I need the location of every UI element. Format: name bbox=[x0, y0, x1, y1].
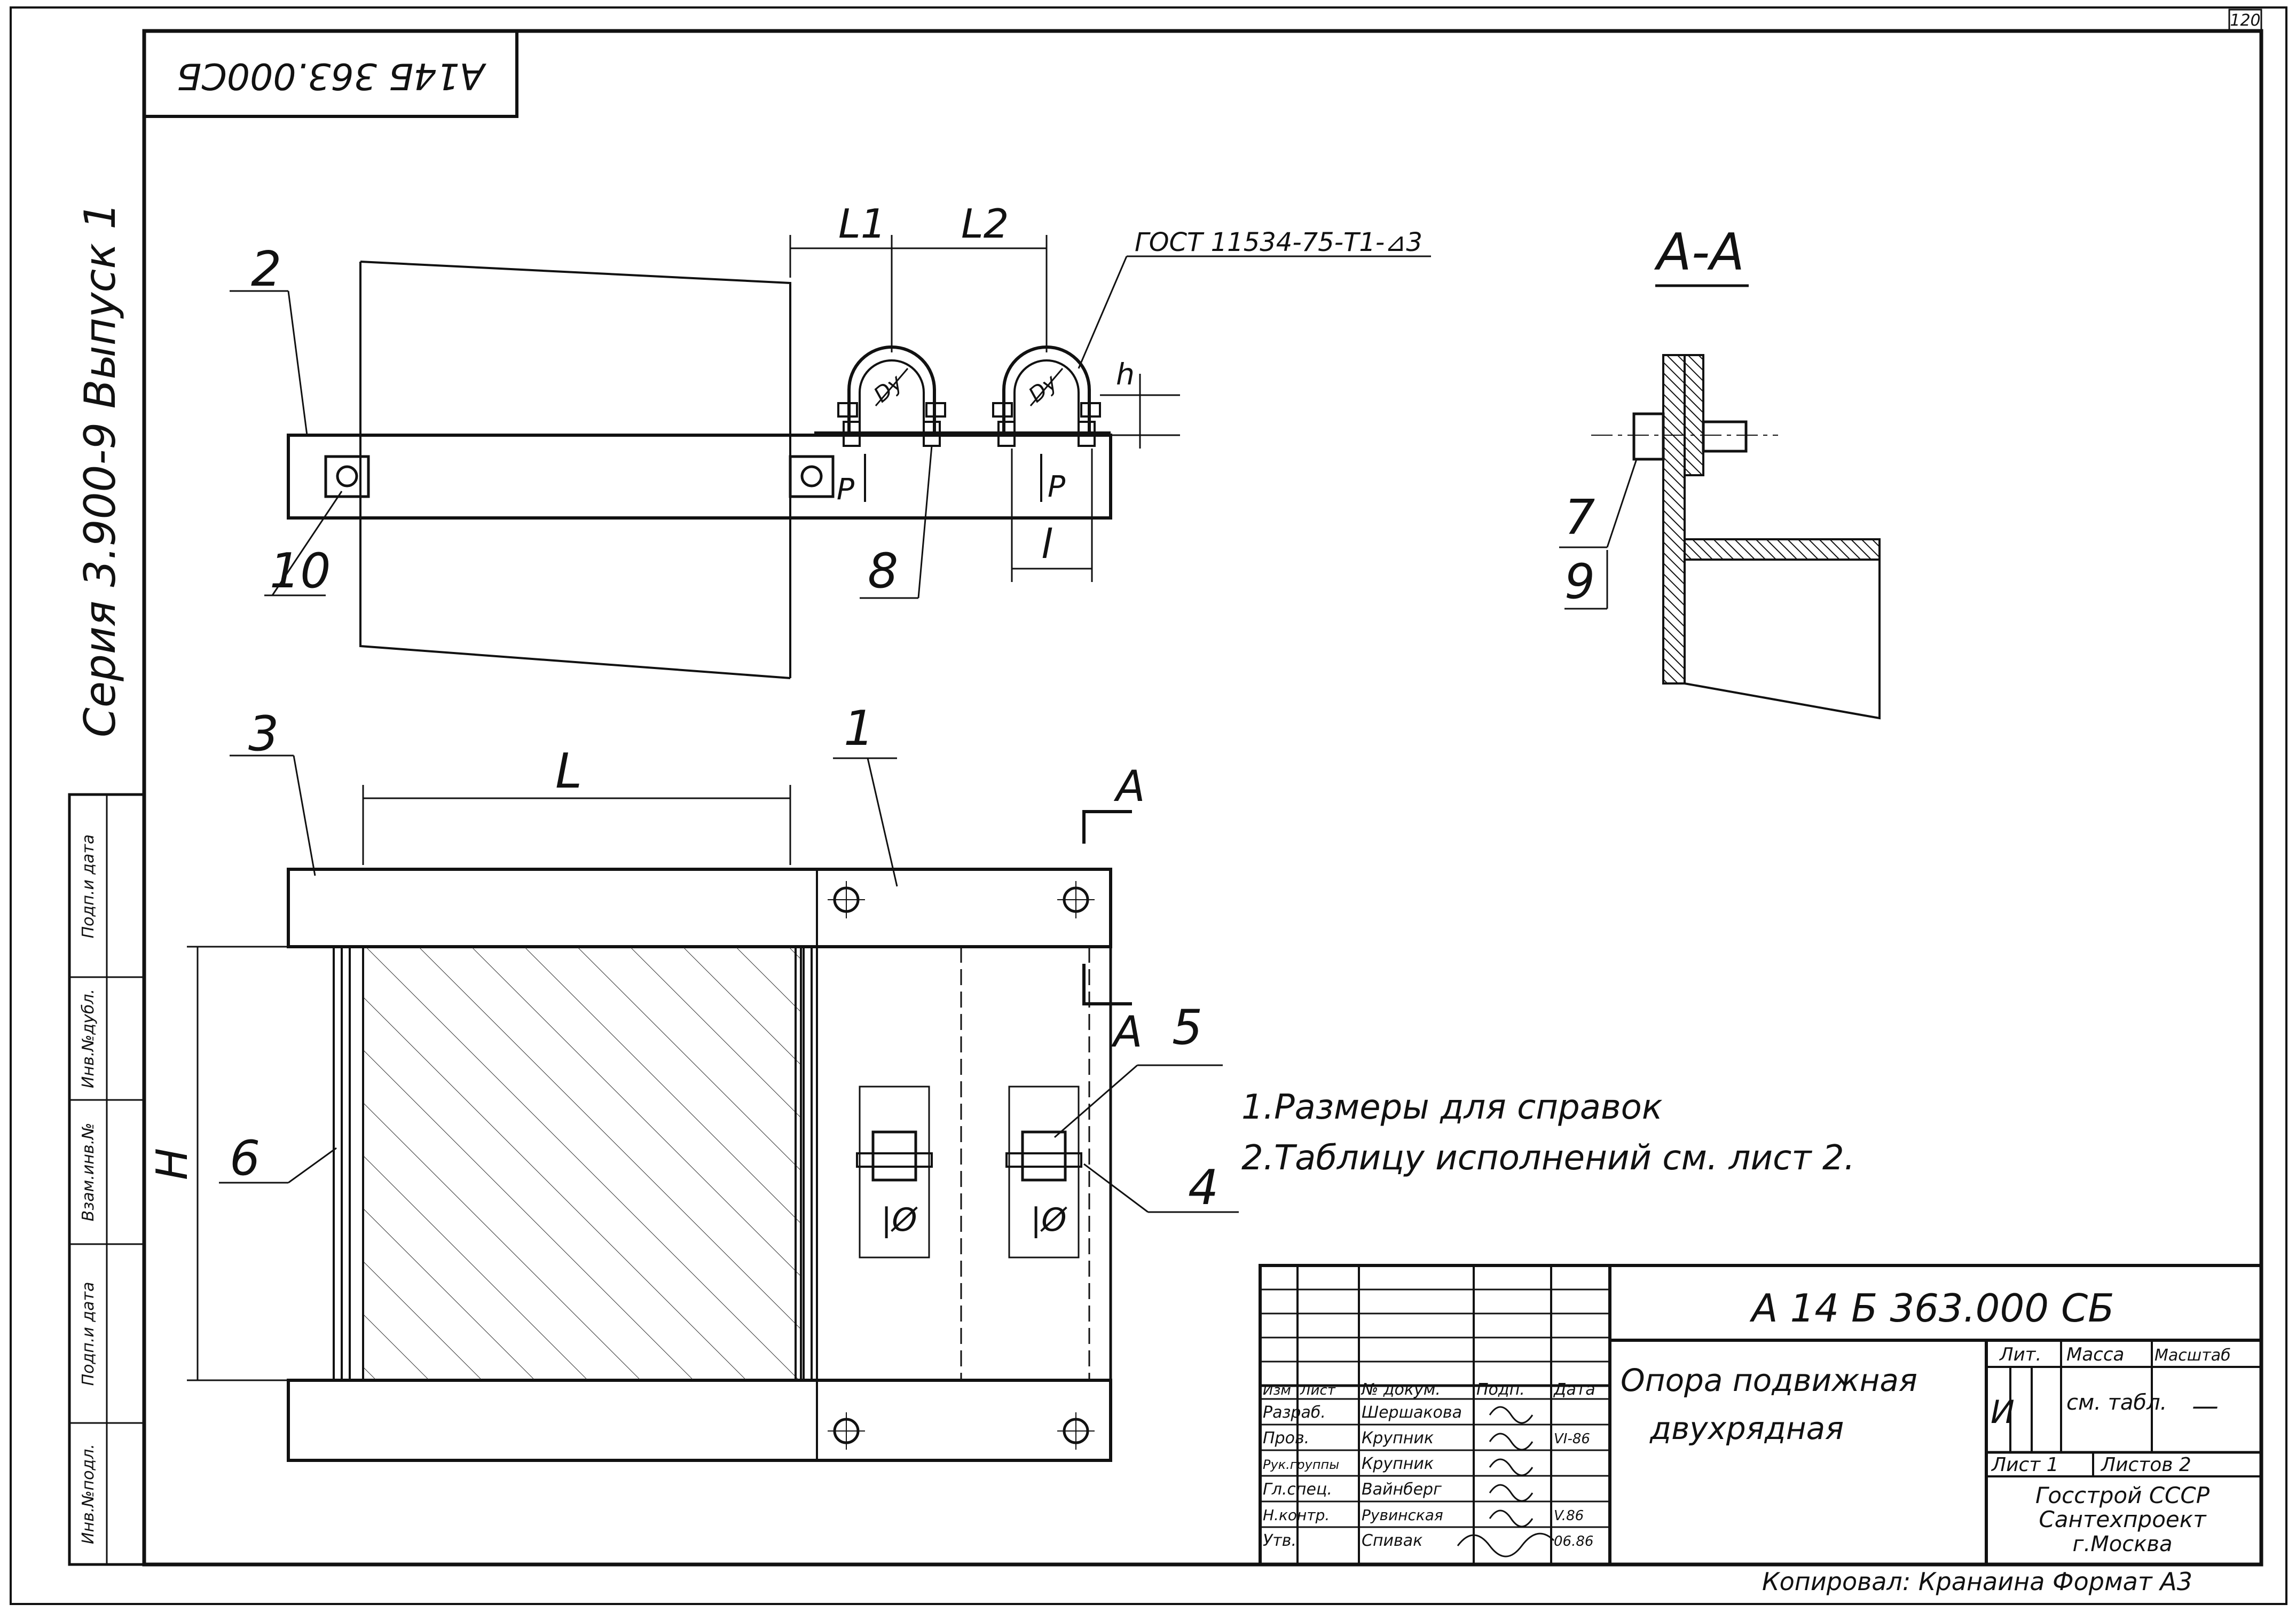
hdr-date: Дата bbox=[1553, 1380, 1595, 1399]
hdr-izm: Изм bbox=[1263, 1382, 1291, 1398]
page-number-box bbox=[2228, 9, 2262, 32]
top-channel bbox=[287, 868, 1112, 948]
section-mark-bottom: А bbox=[1111, 1007, 1143, 1057]
doc-name-1: Опора подвижная bbox=[1621, 1362, 1917, 1398]
bottom-channel bbox=[287, 1379, 1112, 1462]
org-line-2: Сантехпроект bbox=[2039, 1506, 2207, 1532]
row-name-1: Шершакова bbox=[1362, 1403, 1462, 1422]
doc-code: А 14 Б 363.000 СБ bbox=[1749, 1286, 2114, 1331]
strip-label-2: Подп.и дата bbox=[79, 1282, 98, 1386]
strip-label-1: Инв.№подл. bbox=[79, 1444, 98, 1544]
note-1: 1.Размеры для справок bbox=[1241, 1088, 1663, 1127]
pos-5: 5 bbox=[1172, 1000, 1202, 1056]
rotated-code: А14Б 363.000СБ bbox=[177, 54, 487, 97]
load-p-2: P bbox=[1048, 469, 1066, 504]
outer-frame bbox=[10, 6, 2287, 1605]
top-view: Dy Dy L1 L2 ГОСТ 11534-75-Т1-⊿3 h l P bbox=[230, 200, 1431, 679]
hdr-list: Лист bbox=[1300, 1382, 1336, 1398]
scale-value: — bbox=[2192, 1390, 2219, 1421]
row-date-6: 06.86 bbox=[1554, 1534, 1593, 1550]
org-line-3: г.Москва bbox=[2073, 1532, 2173, 1556]
page-number: 120 bbox=[2230, 11, 2260, 30]
pos-3: 3 bbox=[248, 706, 279, 762]
strip-label-3: Взам.инв.№ bbox=[79, 1123, 98, 1222]
section-label: А-А bbox=[1654, 223, 1744, 282]
dim-L: L bbox=[555, 743, 582, 799]
pos-6: 6 bbox=[230, 1130, 260, 1186]
section-a-a: А-А 7 9 bbox=[1559, 223, 1881, 720]
section-mark-top: А bbox=[1113, 761, 1145, 811]
plan-view: |Ø |Ø L H А А 3 1 6 5 4 bbox=[147, 701, 1239, 1462]
dim-l2: L2 bbox=[961, 200, 1009, 247]
format-note: Копировал: Кранаина Формат А3 bbox=[1762, 1567, 2192, 1596]
gost-label: ГОСТ 11534-75-Т1-⊿3 bbox=[1135, 227, 1422, 257]
row-date-5: V.86 bbox=[1554, 1508, 1584, 1524]
series-text: Серия 3.900-9 Выпуск 1 bbox=[75, 202, 125, 737]
pos-10: 10 bbox=[270, 543, 331, 599]
row-role-2: Пров. bbox=[1263, 1429, 1309, 1448]
strip-label-4: Инв.№дубл. bbox=[79, 989, 98, 1088]
pos-2: 2 bbox=[251, 241, 281, 297]
row-name-5: Рувинская bbox=[1362, 1506, 1443, 1524]
row-role-4: Гл.спец. bbox=[1263, 1480, 1332, 1499]
dim-l1: L1 bbox=[838, 200, 886, 247]
slot-mark-1: |Ø bbox=[881, 1201, 918, 1239]
row-role-5: Н.контр. bbox=[1263, 1506, 1330, 1524]
lit-value: И bbox=[1991, 1394, 2015, 1431]
slot-mark-2: |Ø bbox=[1031, 1201, 1067, 1239]
scale-label: Масштаб bbox=[2155, 1346, 2231, 1365]
title-block: Изм Лист № докум. Подп. Дата Разраб. Шер… bbox=[1259, 1264, 2263, 1566]
row-role-3: Рук.группы bbox=[1263, 1457, 1339, 1472]
note-2: 2.Таблицу исполнений см. лист 2. bbox=[1241, 1138, 1855, 1178]
rotated-code-box bbox=[143, 29, 518, 118]
pos-9: 9 bbox=[1564, 554, 1595, 610]
dim-H: H bbox=[147, 1148, 197, 1180]
row-name-3: Крупник bbox=[1362, 1454, 1434, 1473]
doc-name-2: двухрядная bbox=[1649, 1410, 1844, 1446]
lit-label: Лит. bbox=[1999, 1344, 2041, 1365]
mass-label: Масса bbox=[2066, 1344, 2124, 1365]
hdr-sign: Подп. bbox=[1476, 1380, 1525, 1399]
row-role-6: Утв. bbox=[1263, 1531, 1296, 1550]
pos-8: 8 bbox=[868, 543, 898, 599]
row-role-1: Разраб. bbox=[1263, 1403, 1326, 1422]
dim-l: l bbox=[1041, 521, 1052, 568]
row-name-4: Вайнберг bbox=[1362, 1480, 1442, 1499]
sheet-label: Лист 1 bbox=[1991, 1454, 2059, 1476]
pos-4: 4 bbox=[1188, 1160, 1218, 1216]
row-name-2: Крупник bbox=[1362, 1429, 1434, 1448]
pos-1: 1 bbox=[844, 701, 874, 757]
hdr-doc: № докум. bbox=[1361, 1380, 1441, 1399]
org-line-1: Госстрой СССР bbox=[2035, 1482, 2210, 1508]
load-p-1: P bbox=[837, 472, 855, 506]
mass-value: см. табл. bbox=[2066, 1390, 2167, 1415]
sheets-label: Листов 2 bbox=[2100, 1454, 2191, 1476]
dim-h: h bbox=[1116, 357, 1135, 391]
strip-label-5: Подп.и дата bbox=[79, 835, 98, 939]
top-beam bbox=[287, 434, 1112, 520]
row-name-6: Спивак bbox=[1362, 1531, 1422, 1550]
row-date-2: VI-86 bbox=[1554, 1431, 1590, 1447]
pos-7: 7 bbox=[1564, 490, 1595, 546]
